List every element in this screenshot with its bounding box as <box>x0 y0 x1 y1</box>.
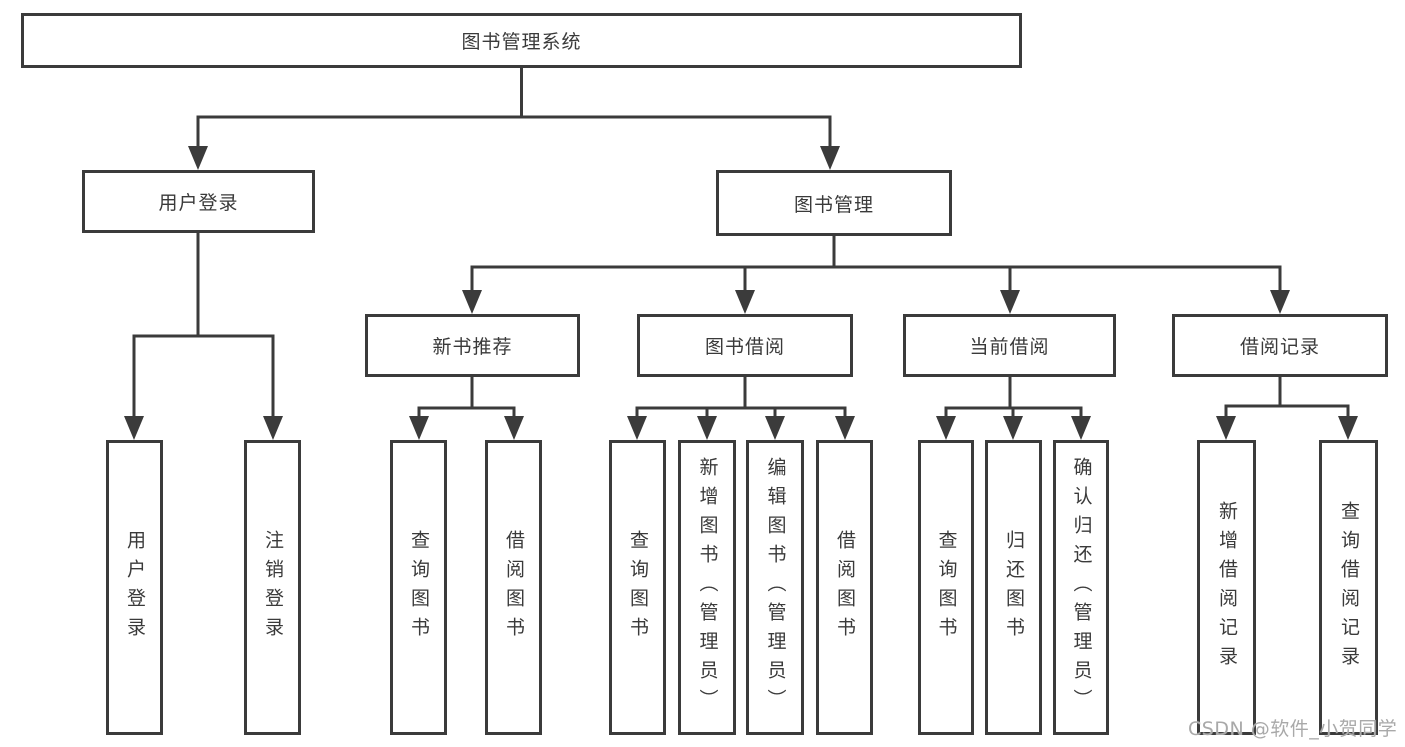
connector-user-login <box>124 231 283 440</box>
node-label: 查询图书 <box>935 529 958 646</box>
leaf-confirm-return-admin: 确认归还（管理员） <box>1053 440 1109 735</box>
leaf-user-login: 用户登录 <box>106 440 163 735</box>
leaf-query-books-current: 查询图书 <box>918 440 974 735</box>
leaf-add-books-admin: 新增图书（管理员） <box>678 440 736 735</box>
connector-book-management <box>462 234 1290 314</box>
node-library-management-system: 图书管理系统 <box>21 13 1022 68</box>
node-label: 确认归还（管理员） <box>1070 457 1093 718</box>
node-label: 查询图书 <box>627 529 649 646</box>
leaf-return-books: 归还图书 <box>985 440 1042 735</box>
leaf-logout: 注销登录 <box>244 440 301 735</box>
node-label: 图书管理 <box>793 193 874 216</box>
node-label: 新增图书（管理员） <box>696 457 719 718</box>
node-label: 用户登录 <box>158 192 239 214</box>
node-label: 归还图书 <box>1003 529 1025 646</box>
node-label: 借阅图书 <box>834 529 856 646</box>
node-user-login: 用户登录 <box>82 170 315 233</box>
node-label: 新增借阅记录 <box>1216 500 1238 675</box>
node-label: 当前借阅 <box>969 336 1050 358</box>
leaf-borrow-books-recommend: 借阅图书 <box>485 440 542 735</box>
node-current-borrowing: 当前借阅 <box>903 314 1116 377</box>
node-label: 注销登录 <box>262 529 284 646</box>
connector-root <box>188 66 840 170</box>
node-label: 借阅记录 <box>1239 336 1320 358</box>
leaf-query-books-recommend: 查询图书 <box>390 440 447 735</box>
node-label: 借阅图书 <box>503 529 525 646</box>
leaf-query-borrow-record: 查询借阅记录 <box>1319 440 1378 735</box>
leaf-query-books-borrowing: 查询图书 <box>609 440 666 735</box>
connector-current-borrowing <box>936 375 1091 440</box>
node-new-book-recommend: 新书推荐 <box>365 314 580 377</box>
leaf-borrow-books: 借阅图书 <box>816 440 873 735</box>
node-label: 图书借阅 <box>704 336 785 358</box>
connector-new-book-recommend <box>409 375 524 440</box>
connector-borrowing-records <box>1216 375 1358 440</box>
node-label: 查询借阅记录 <box>1338 500 1360 675</box>
node-book-borrowing: 图书借阅 <box>637 314 853 377</box>
node-label: 图书管理系统 <box>461 31 582 53</box>
leaf-edit-books-admin: 编辑图书（管理员） <box>746 440 804 735</box>
node-borrowing-records: 借阅记录 <box>1172 314 1388 377</box>
connector-book-borrowing <box>627 375 855 440</box>
node-label: 新书推荐 <box>432 336 513 358</box>
node-book-management: 图书管理 <box>716 170 952 236</box>
node-label: 编辑图书（管理员） <box>764 457 787 718</box>
node-label: 用户登录 <box>124 529 146 646</box>
leaf-add-borrow-record: 新增借阅记录 <box>1197 440 1256 735</box>
node-label: 查询图书 <box>408 529 430 646</box>
csdn-watermark: CSDN @软件_小贺同学 <box>1188 718 1398 740</box>
